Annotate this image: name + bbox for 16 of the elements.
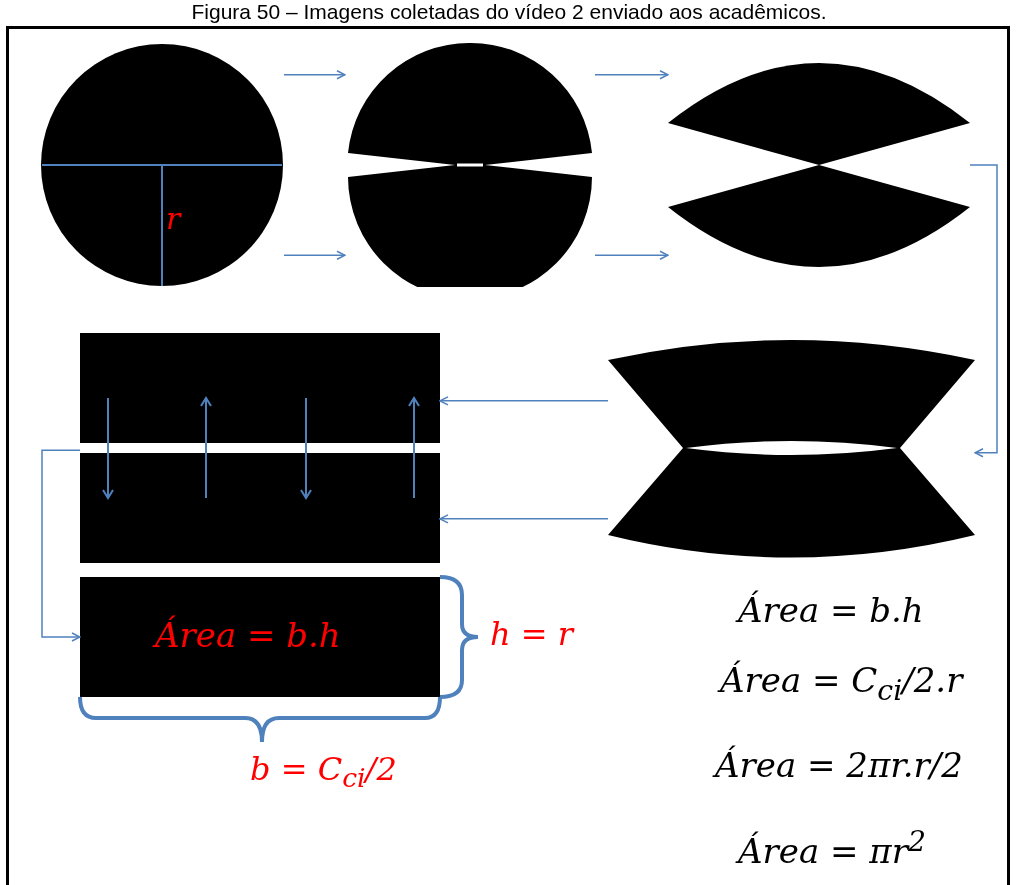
circle-drawing — [40, 43, 284, 287]
arrow — [594, 69, 669, 80]
rectangle-strips-drawing — [80, 333, 440, 563]
base-formula: b = C$_{ci}$/2 — [250, 750, 397, 794]
arrow — [969, 164, 998, 458]
figure-title: Figura 50 – Imagens coletadas do vídeo 2 enviado aos acadêmicos. — [190, 0, 828, 24]
arrow — [283, 250, 346, 261]
cut-circle-drawing — [345, 43, 595, 287]
rectangle-drawing — [80, 577, 440, 697]
height-formula: h = r — [490, 615, 574, 653]
arrow — [439, 514, 609, 524]
arrow — [283, 69, 346, 80]
arrow — [594, 250, 669, 261]
radius-label: r — [166, 201, 181, 236]
arrow — [41, 449, 81, 642]
arrow — [439, 396, 609, 406]
